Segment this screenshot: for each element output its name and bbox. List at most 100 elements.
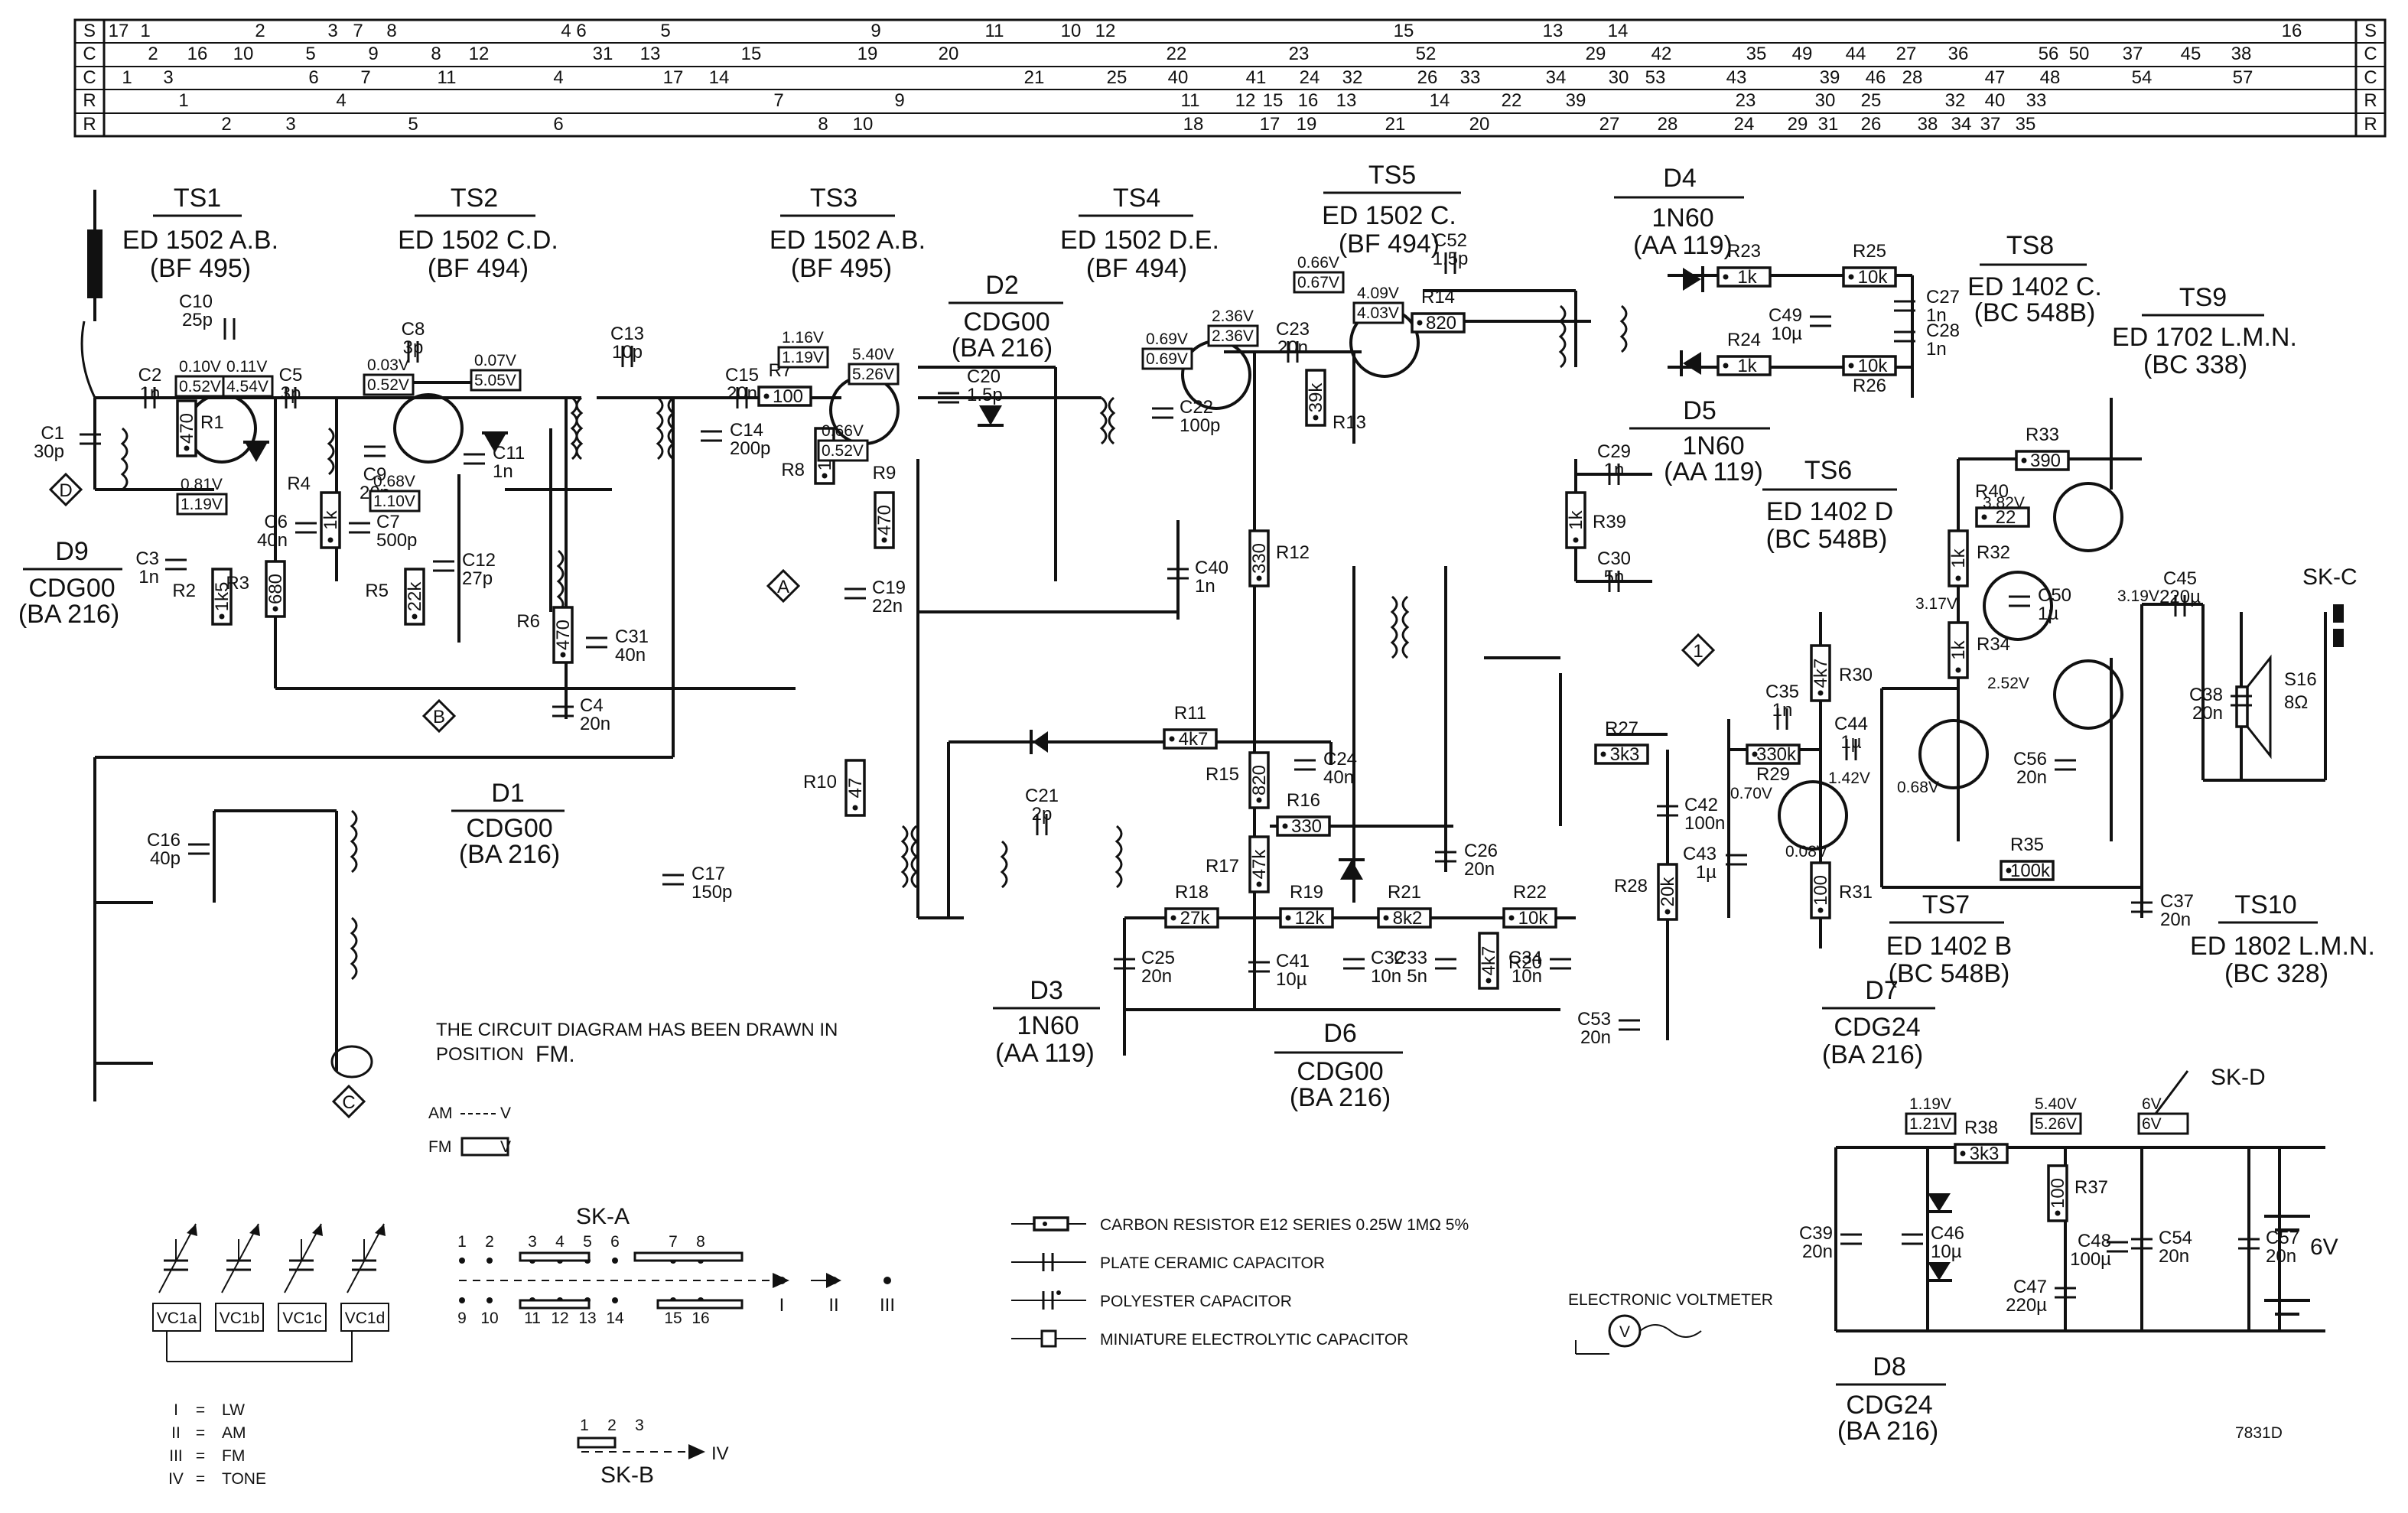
ref-cell: 21 (1385, 114, 1406, 135)
ska-bottom-contact: 16 (691, 1310, 709, 1327)
svg-text:IV: IV (711, 1443, 729, 1464)
ref-cell: 8 (818, 114, 828, 135)
ref-cell: 20 (1469, 114, 1490, 135)
capacitor-id: C33 (1394, 948, 1427, 968)
svg-text:6V: 6V (2310, 1235, 2338, 1260)
capacitor-value: 40p (150, 848, 181, 869)
voltage-fm: 5.40V (852, 346, 894, 363)
svg-text:S16: S16 (2284, 669, 2317, 690)
svg-text:TS4: TS4 (1113, 184, 1160, 213)
svg-text:ED 1802 L.M.N.: ED 1802 L.M.N. (2190, 932, 2375, 961)
voltage-am: 1.10V (373, 493, 415, 510)
voltage-reading: 1.42V (1828, 770, 1870, 787)
capacitor-id: C9 (363, 464, 387, 485)
d7-header: D7 CDG24 (BA 216) (1822, 976, 1935, 1069)
svg-text:D3: D3 (1030, 976, 1062, 1005)
ref-cell: 49 (1792, 44, 1813, 64)
capacitor-id: C3 (135, 548, 159, 569)
mode-fm: III=FM (169, 1447, 245, 1465)
capacitor-id: C54 (2159, 1228, 2192, 1248)
ts7-symbol (1918, 719, 1989, 789)
mode-name: FM (222, 1447, 245, 1465)
ref-cell: 9 (870, 21, 880, 41)
svg-text:(BC 548B): (BC 548B) (1889, 959, 2010, 988)
ref-cell: 34 (1951, 114, 1972, 135)
svg-text:(BF 494): (BF 494) (428, 254, 529, 283)
ref-cell: 22 (1167, 44, 1187, 64)
capacitor-value: 1n (1604, 460, 1625, 480)
ref-cell: 23 (1736, 90, 1756, 111)
diode-symbols (243, 266, 1952, 1282)
voltage-am: 6V (2142, 1115, 2162, 1133)
ref-cell: 8 (386, 21, 396, 41)
voltage-am: 0.52V (367, 376, 409, 394)
svg-text:TS2: TS2 (451, 184, 498, 213)
resistor-id: R31 (1839, 882, 1873, 903)
capacitor-value: 3p (403, 337, 424, 358)
ts7-header: TS7 ED 1402 B (BC 548B) (1886, 890, 2012, 988)
resistor-id: R39 (1593, 512, 1626, 532)
capacitor-id: C39 (1799, 1223, 1833, 1244)
ref-cell: 14 (1608, 21, 1629, 41)
svg-text:SK-C: SK-C (2302, 565, 2358, 590)
capacitor-value: 10µ (1931, 1241, 1962, 1262)
capacitor-id: C1 (41, 423, 64, 444)
ska-top-contact: 3 (528, 1233, 537, 1251)
voltage-am: 0.69V (1146, 350, 1188, 368)
ref-cell: 4 (553, 67, 563, 88)
ref-cell: 19 (857, 44, 878, 64)
ref-cell: 39 (1820, 67, 1840, 88)
resistor-value: 10k (1858, 267, 1889, 288)
ska-bottom-contact: 9 (457, 1310, 467, 1327)
ref-cell: 28 (1902, 67, 1923, 88)
voltage-fm: 6V (2142, 1095, 2162, 1113)
resistor-id: R9 (873, 463, 896, 483)
ref-cell: 30 (1815, 90, 1836, 111)
transformer-symbols (120, 304, 1628, 981)
skb-contact: 2 (607, 1417, 617, 1434)
variable-capacitor-label: VC1c (282, 1310, 321, 1327)
svg-text:D1: D1 (491, 779, 524, 808)
voltage-am: 0.52V (179, 378, 221, 395)
ref-cell: 35 (2016, 114, 2036, 135)
resistor-r39: 1k R39 (1565, 491, 1626, 549)
resistor-value: 1k (1566, 509, 1586, 529)
ref-cell: 11 (985, 21, 1004, 41)
capacitor-value: 220µ (2006, 1295, 2047, 1316)
ref-cell: 4 (336, 90, 346, 111)
ts6-header: TS6 ED 1402 D (BC 548B) (1762, 456, 1897, 554)
resistor-id: R27 (1605, 718, 1638, 739)
skb-contact: 3 (635, 1417, 644, 1434)
capacitor-id: C29 (1597, 441, 1631, 462)
ref-cell: 5 (305, 44, 315, 64)
resistor-value: 4k7 (1179, 729, 1209, 750)
ref-cell: 10 (1061, 21, 1082, 41)
svg-text:SK-A: SK-A (576, 1204, 630, 1229)
ts2-header: TS2 ED 1502 C.D. (BF 494) (398, 184, 558, 283)
component-legend: CARBON RESISTOR E12 SERIES 0.25W 1MΩ 5% … (1011, 1216, 1469, 1349)
d9-header: D9 CDG00 (BA 216) (18, 537, 122, 629)
resistor-id: R5 (365, 581, 389, 601)
resistor-value: 100 (2048, 1178, 2068, 1209)
resistor-value: 4k7 (1479, 946, 1499, 976)
svg-text:ED 1502 C.D.: ED 1502 C.D. (398, 226, 558, 255)
svg-text:AM: AM (428, 1105, 453, 1122)
svg-text:D4: D4 (1663, 164, 1696, 193)
capacitor-value: 150p (691, 882, 732, 903)
ref-cell: 26 (1417, 67, 1438, 88)
resistor-value: 3k3 (1610, 744, 1640, 765)
svg-text:1: 1 (1693, 641, 1703, 662)
